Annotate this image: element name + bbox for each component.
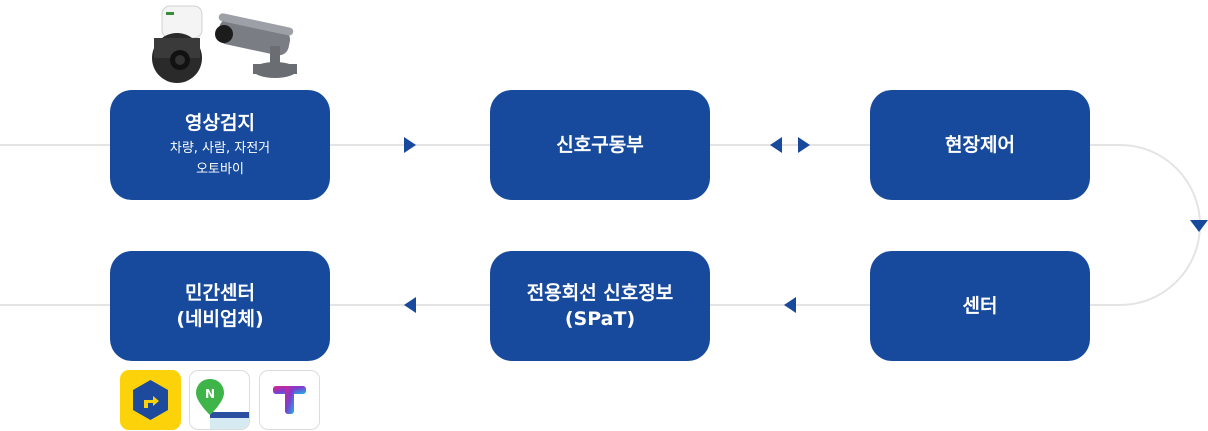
tmap-app-icon bbox=[259, 370, 320, 430]
node-center: 센터 bbox=[870, 251, 1090, 361]
arrow-left-icon bbox=[770, 137, 782, 153]
node-signal-driver: 신호구동부 bbox=[490, 90, 710, 200]
node-subtitle: 오토바이 bbox=[196, 162, 244, 177]
kakao-navi-app-icon bbox=[120, 370, 181, 430]
node-title: 영상검지 bbox=[185, 112, 255, 134]
arrow-down-icon bbox=[1190, 220, 1208, 232]
arrow-right-icon bbox=[798, 137, 810, 153]
node-title: 센터 bbox=[962, 295, 998, 317]
node-subtitle: (SPaT) bbox=[564, 308, 636, 330]
node-title: 신호구동부 bbox=[556, 134, 644, 156]
arrow-left-icon bbox=[784, 297, 796, 313]
node-subtitle: 차량, 사람, 자전거 bbox=[169, 141, 271, 156]
node-title: 전용회선 신호정보 bbox=[526, 282, 674, 304]
ptz-camera-icon bbox=[152, 5, 203, 83]
node-video-detection: 영상검지 차량, 사람, 자전거 오토바이 bbox=[110, 90, 330, 200]
naver-map-app-icon: N bbox=[189, 370, 250, 430]
camera-group bbox=[152, 5, 297, 83]
connector-curve bbox=[1090, 144, 1201, 306]
node-subtitle: (네비업체) bbox=[176, 308, 264, 330]
node-private-center: 민간센터 (네비업체) bbox=[110, 251, 330, 361]
svg-text:N: N bbox=[205, 387, 215, 401]
arrow-left-icon bbox=[404, 297, 416, 313]
bullet-camera-icon bbox=[215, 13, 297, 78]
arrow-right-icon bbox=[404, 137, 416, 153]
node-field-control: 현장제어 bbox=[870, 90, 1090, 200]
node-spat: 전용회선 신호정보 (SPaT) bbox=[490, 251, 710, 361]
node-title: 민간센터 bbox=[185, 282, 255, 304]
node-title: 현장제어 bbox=[945, 134, 1015, 156]
